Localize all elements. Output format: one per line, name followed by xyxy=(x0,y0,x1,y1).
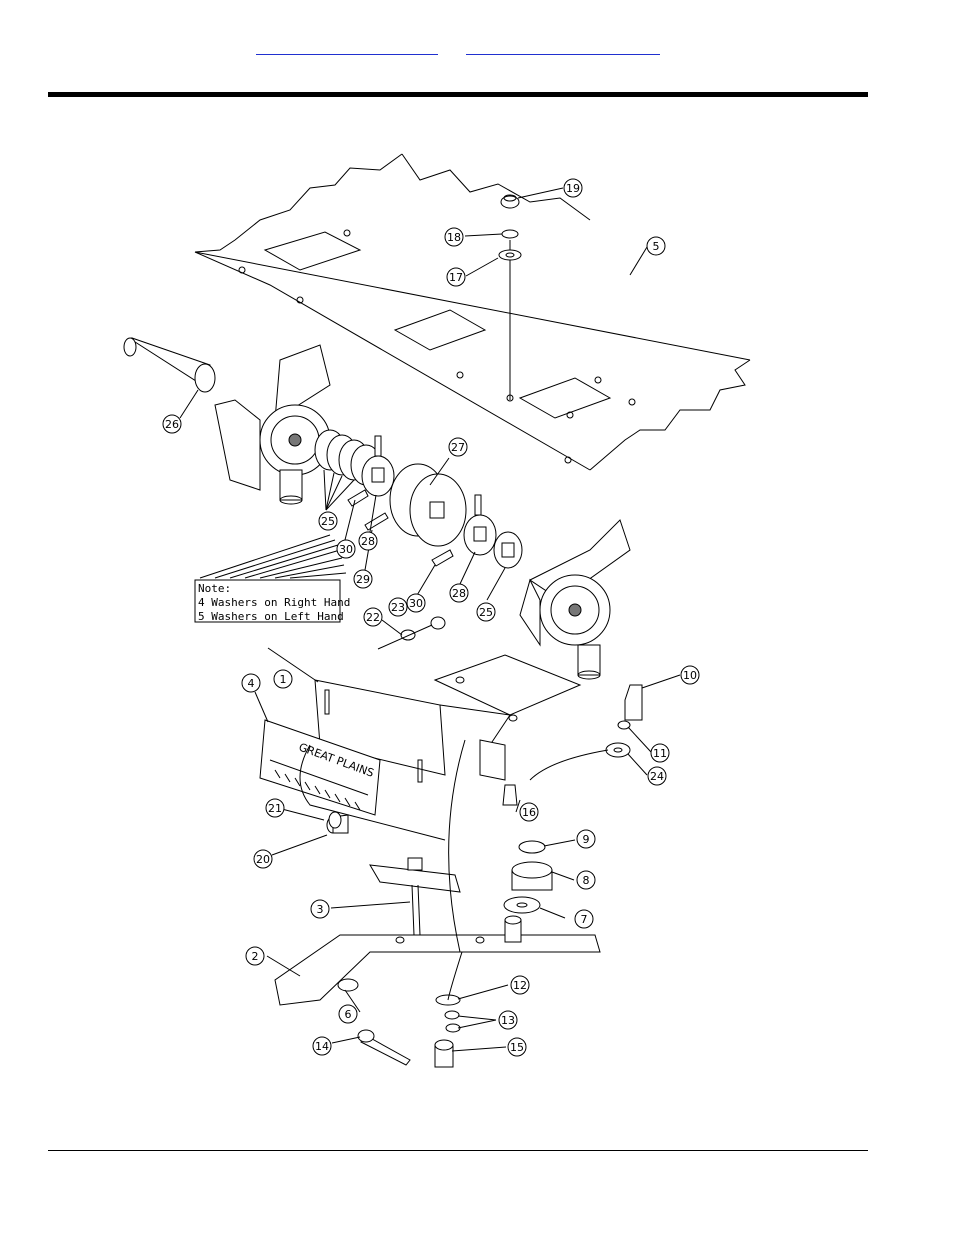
callout-label-29: 29 xyxy=(356,573,370,586)
callout-label-4: 4 xyxy=(248,677,255,690)
callout-label-11: 11 xyxy=(653,747,667,760)
note-line-3: 5 Washers on Left Hand xyxy=(198,610,344,623)
note-line-1: Note: xyxy=(198,582,231,595)
callout-label-16: 16 xyxy=(522,806,536,819)
callout-label-22: 22 xyxy=(366,611,380,624)
callout-label-21: 21 xyxy=(268,802,282,815)
footer-rule xyxy=(48,1150,868,1151)
note-box: Note: 4 Washers on Right Hand 5 Washers … xyxy=(195,580,350,623)
callout-label-2: 2 xyxy=(252,950,259,963)
header-link-1[interactable] xyxy=(256,40,438,55)
callout-label-18: 18 xyxy=(447,231,461,244)
callout-label-28-left: 28 xyxy=(361,535,375,548)
callout-label-28-right: 28 xyxy=(452,587,466,600)
callout-label-14: 14 xyxy=(315,1040,329,1053)
top-hardware xyxy=(499,195,521,260)
right-gearbox-drawing xyxy=(520,520,630,679)
callout-label-3: 3 xyxy=(317,903,324,916)
screw-drawing xyxy=(327,812,348,833)
parts-diagram: GREAT PLAINS xyxy=(120,140,755,1075)
callout-label-24: 24 xyxy=(650,770,664,783)
callout-label-26: 26 xyxy=(165,418,179,431)
callout-label-17: 17 xyxy=(449,271,463,284)
callout-label-20: 20 xyxy=(256,853,270,866)
header-rule xyxy=(48,92,868,97)
callout-label-19: 19 xyxy=(566,182,580,195)
callout-label-27: 27 xyxy=(451,441,465,454)
callout-label-1: 1 xyxy=(280,673,287,686)
left-gearbox-drawing xyxy=(124,338,381,504)
callout-label-15: 15 xyxy=(510,1041,524,1054)
callout-label-25-left: 25 xyxy=(321,515,335,528)
callout-label-10: 10 xyxy=(683,669,697,682)
callout-label-13: 13 xyxy=(501,1014,515,1027)
callout-label-30-left: 30 xyxy=(339,543,353,556)
callout-label-25-right: 25 xyxy=(479,606,493,619)
callout-label-9: 9 xyxy=(583,833,590,846)
callout-label-8: 8 xyxy=(583,874,590,887)
callout-label-30-right: 30 xyxy=(409,597,423,610)
callout-label-5: 5 xyxy=(653,240,660,253)
callout-label-12: 12 xyxy=(513,979,527,992)
bracket-drawing: GREAT PLAINS xyxy=(260,655,580,815)
callout-label-7: 7 xyxy=(581,913,588,926)
hatch-area xyxy=(200,535,346,578)
header-link-2[interactable] xyxy=(466,40,660,55)
note-line-2: 4 Washers on Right Hand xyxy=(198,596,350,609)
callout-label-23: 23 xyxy=(391,601,405,614)
callout-label-6: 6 xyxy=(345,1008,352,1021)
